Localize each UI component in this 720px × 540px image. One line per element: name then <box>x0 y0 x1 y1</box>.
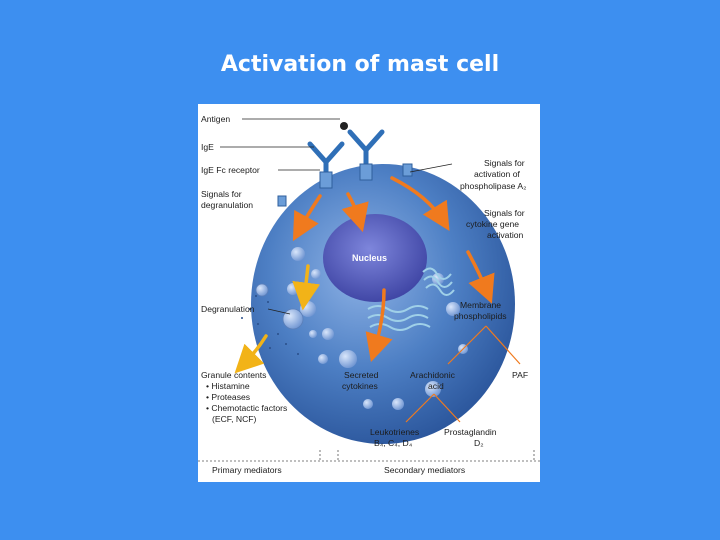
label-fc-receptor: IgE Fc receptor <box>201 165 260 175</box>
label-prostaglandin-2: D₂ <box>474 438 484 448</box>
mast-cell-diagram: Nucleus Antigen IgE Ig <box>198 104 540 482</box>
label-cytokine-gene-2: cytokine gene <box>466 219 519 229</box>
nucleus-label: Nucleus <box>352 253 387 263</box>
arrow-granule-release <box>234 334 268 374</box>
label-arachidonic-1: Arachidonic <box>410 370 456 380</box>
arrow-phospholipase-signal <box>341 192 369 233</box>
arrow-degranulation-signal <box>292 194 322 242</box>
label-cytokine-gene-3: activation <box>487 230 524 240</box>
diagram-svg: Nucleus Antigen IgE Ig <box>198 114 540 475</box>
arrow-cytokine-gene-signal <box>390 176 450 231</box>
label-granule-item-2: • Proteases <box>206 392 250 402</box>
label-ige: IgE <box>201 142 214 152</box>
label-granule-title: Granule contents <box>201 370 266 380</box>
fc-receptors <box>277 163 413 207</box>
label-granule-item-4: (ECF, NCF) <box>212 414 257 424</box>
arrow-degranulation <box>292 264 321 311</box>
label-pla2-1: Signals for <box>484 158 525 168</box>
label-membrane-1: Membrane <box>460 300 501 310</box>
released-granules <box>241 283 304 355</box>
label-pla2-2: activation of <box>474 169 520 179</box>
label-arachidonic-2: acid <box>428 381 444 391</box>
slide-title: Activation of mast cell <box>220 52 500 77</box>
label-signals-degranulation-2: degranulation <box>201 200 253 210</box>
antigen-molecule <box>340 122 348 130</box>
label-leukotrienes-2: B₄, C₄, D₄ <box>374 438 413 448</box>
label-secondary-mediators: Secondary mediators <box>384 465 465 475</box>
label-antigen: Antigen <box>201 114 230 124</box>
label-granule-item-1: • Histamine <box>206 381 250 391</box>
label-secreted-2: cytokines <box>342 381 378 391</box>
label-granule-item-3: • Chemotactic factors <box>206 403 287 413</box>
label-cytokine-gene-1: Signals for <box>484 208 525 218</box>
label-membrane-2: phospholipids <box>454 311 507 321</box>
label-primary-mediators: Primary mediators <box>212 465 282 475</box>
nucleus <box>323 214 427 302</box>
arrow-membrane-phospholipid <box>466 250 495 304</box>
label-leukotrienes-1: Leukotrienes <box>370 427 419 437</box>
ige-antibodies <box>307 129 385 179</box>
label-paf: PAF <box>512 370 528 380</box>
label-pla2-3: phospholipase A₂ <box>460 181 526 191</box>
label-signals-degranulation-1: Signals for <box>201 189 242 199</box>
label-degranulation: Degranulation <box>201 304 255 314</box>
mediator-divider <box>198 450 540 462</box>
arrow-cytokine-secretion <box>365 288 393 363</box>
label-prostaglandin-1: Prostaglandin <box>444 427 497 437</box>
label-secreted-1: Secreted <box>344 370 379 380</box>
